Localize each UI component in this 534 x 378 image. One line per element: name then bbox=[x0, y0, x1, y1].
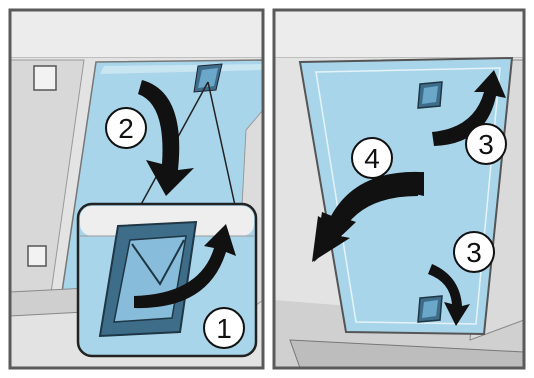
panel-frame bbox=[272, 8, 526, 370]
right-panel: 3 4 3 bbox=[272, 8, 526, 370]
curved-arrow-icon bbox=[138, 80, 194, 196]
left-panel: 1 2 bbox=[8, 8, 265, 370]
step-number-1: 1 bbox=[216, 313, 232, 344]
magnifier-callout: 1 bbox=[76, 202, 258, 358]
step-number-2: 2 bbox=[118, 113, 134, 144]
curved-arrow-icon bbox=[428, 264, 470, 326]
hinge-icon bbox=[33, 65, 57, 91]
step-number-3-bottom: 3 bbox=[466, 237, 482, 268]
step-number-4: 4 bbox=[364, 143, 380, 174]
step-number-3-top: 3 bbox=[478, 129, 494, 160]
curved-arrow-icon bbox=[314, 172, 424, 262]
hinge-icon bbox=[27, 245, 47, 267]
curved-arrow-icon bbox=[432, 70, 506, 146]
curved-arrow-icon bbox=[134, 224, 236, 309]
panel-frame bbox=[8, 8, 265, 370]
curved-arrow-icon bbox=[312, 171, 420, 262]
